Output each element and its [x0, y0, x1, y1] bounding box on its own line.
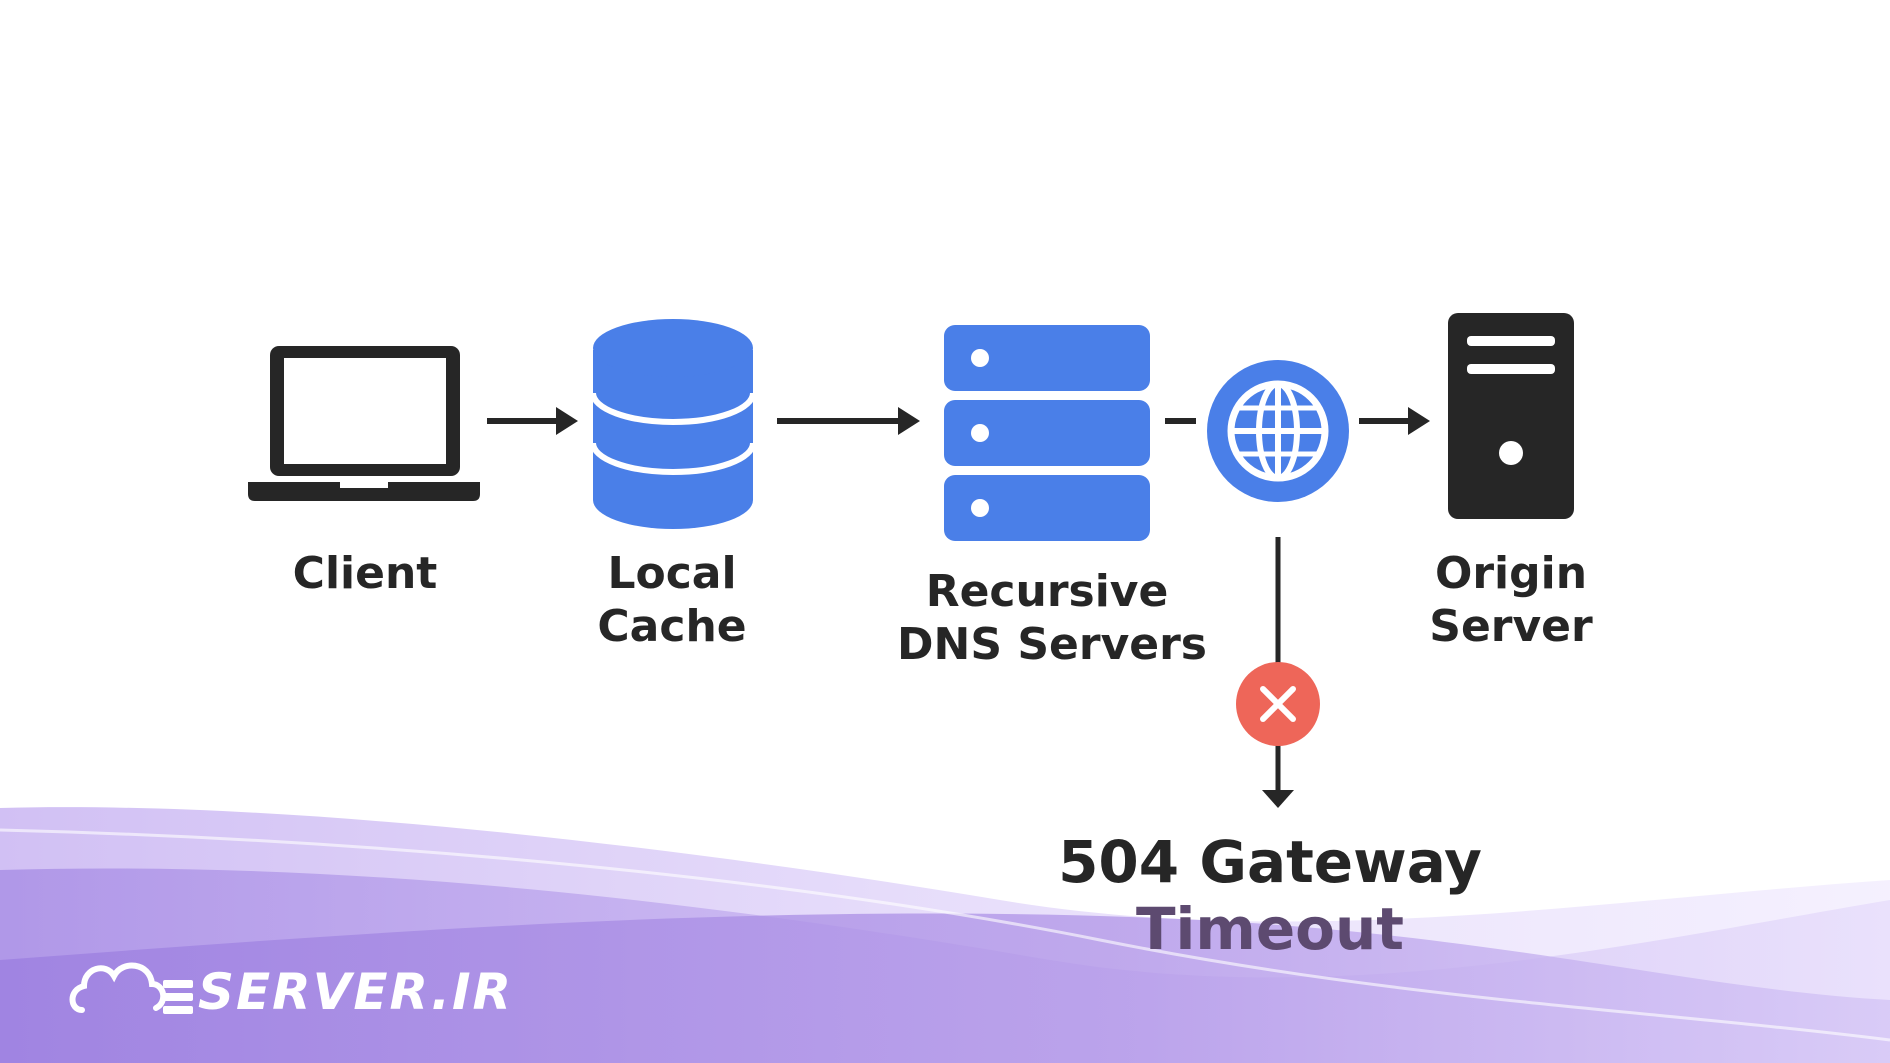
background-waves — [0, 807, 1890, 1063]
error-message: 504 Gateway Timeout — [1058, 828, 1482, 964]
label-client: Client — [292, 548, 438, 599]
label-origin-server: Origin Server — [1429, 548, 1593, 652]
arrows — [487, 407, 1430, 808]
server-tower-icon — [1448, 313, 1574, 519]
brand-logo[interactable]: SERVER.IR — [78, 962, 513, 1022]
laptop-icon — [248, 346, 480, 501]
arrow-globe-to-origin — [1359, 407, 1430, 435]
arrow-cache-to-dns — [777, 407, 920, 435]
globe-icon — [1207, 360, 1349, 502]
database-icon — [590, 319, 756, 529]
label-local-cache: Local Cache — [597, 548, 747, 652]
cloud-server-icon — [69, 962, 193, 1014]
server-stack-icon — [944, 325, 1150, 541]
error-x-icon — [1236, 662, 1320, 746]
label-recursive-dns: Recursive DNS Servers — [897, 566, 1207, 670]
logo-text: SERVER.IR — [198, 963, 514, 1021]
arrow-client-to-cache — [487, 407, 578, 435]
arrow-globe-to-error — [1262, 537, 1294, 808]
